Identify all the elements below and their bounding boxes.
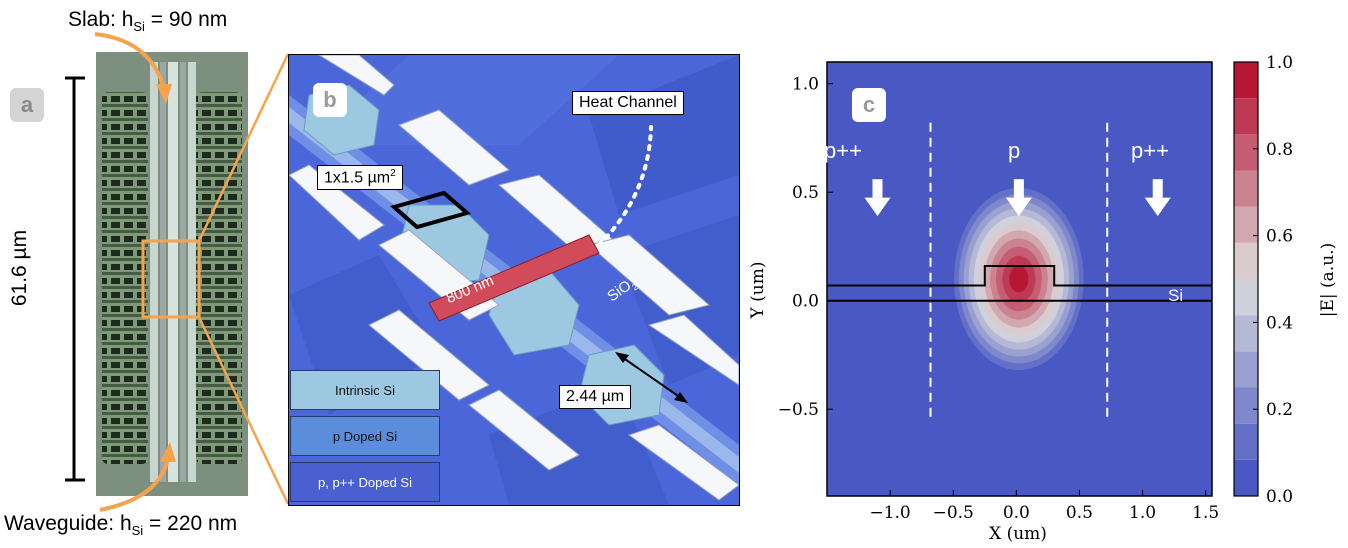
x-tick-label: 0.0 xyxy=(1003,503,1030,523)
slab-arrow xyxy=(94,32,166,89)
waveguide-label-text: Waveguide: h xyxy=(4,512,132,535)
panel-c: −1.0 −0.5 0.0 0.5 1.0 1.5 1.0 0.5 0.0 −0.5 0.0 0.2 0… xyxy=(740,0,1348,548)
legend-p-pp-doped: p, p++ Doped Si xyxy=(290,462,440,502)
pitch-arrow xyxy=(618,354,685,401)
colorbar-band xyxy=(1234,98,1258,135)
y-tick-label: 0.5 xyxy=(792,183,819,203)
region-label-center: p xyxy=(1008,138,1020,164)
y-axis-label-text: Y (um) xyxy=(748,261,768,319)
slab-arrow-head xyxy=(156,84,172,104)
waveguide-arrow xyxy=(99,457,170,512)
panel-c-tag-text: c xyxy=(862,92,876,117)
colorbar-label-text: |E| (a.u.) xyxy=(1318,242,1338,318)
waveguide-arrow-head xyxy=(160,442,176,462)
x-tick-label: 0.5 xyxy=(1066,503,1093,523)
colorbar-tick-label: 0.8 xyxy=(1266,140,1293,160)
plot-frame xyxy=(826,61,1213,497)
panel-a-tag-text: a xyxy=(20,92,34,117)
width-bar xyxy=(428,234,600,322)
x-tick-label: −0.5 xyxy=(933,503,974,523)
colorbar-tick-label: 0.2 xyxy=(1266,400,1293,420)
doping-arrow-head-0 xyxy=(864,197,891,217)
region-label-right-text: p++ xyxy=(1131,138,1169,163)
length-scale-bar xyxy=(65,76,85,482)
colorbar-band xyxy=(1234,315,1258,352)
doping-arrow-shaft-0 xyxy=(872,179,883,198)
colorbar-tick-label: 0.4 xyxy=(1266,313,1293,333)
x-tick-label: −1.0 xyxy=(869,503,910,523)
heat-channel-label: Heat Channel xyxy=(572,91,684,115)
legend-p-pp-doped-text: p, p++ Doped Si xyxy=(318,474,412,490)
panel-b-tag: b xyxy=(313,83,347,117)
panel-a-tag: a xyxy=(10,88,44,122)
panel-a: Slab: hSi = 90 nm a 61.6 µm xyxy=(0,0,290,548)
legend-p-doped-text: p Doped Si xyxy=(332,428,398,444)
colorbar-band xyxy=(1234,423,1258,460)
y-tick-label: −0.5 xyxy=(778,400,819,420)
cell-size-sup: 2 xyxy=(390,168,396,179)
colorbar-tick-label: 0.0 xyxy=(1266,487,1293,507)
slab-label-sub: Si xyxy=(133,19,145,35)
cell-size-label: 1x1.5 µm2 xyxy=(317,165,403,191)
colorbar-band xyxy=(1234,170,1258,207)
slab-label: Slab: hSi = 90 nm xyxy=(68,8,227,34)
heat-channel-text: Heat Channel xyxy=(579,94,677,111)
waveguide-label: Waveguide: hSi = 220 nm xyxy=(4,512,237,538)
legend-intrinsic: Intrinsic Si xyxy=(290,370,440,410)
si-label: Si xyxy=(1168,286,1183,306)
doping-arrow-head-1 xyxy=(1005,197,1032,217)
region-label-right: p++ xyxy=(1131,138,1169,164)
doping-arrow-shaft-2 xyxy=(1152,179,1163,198)
field-heatmap: −1.0 −0.5 0.0 0.5 1.0 1.5 1.0 0.5 0.0 −0.5 0.0 0.2 0… xyxy=(778,53,1293,523)
legend-p-doped: p Doped Si xyxy=(290,416,440,456)
region-label-left: p++ xyxy=(824,138,862,164)
waveguide-label-value: = 220 nm xyxy=(143,512,238,535)
colorbar-frame xyxy=(1233,61,1259,497)
waveguide-label-sub: Si xyxy=(131,523,144,539)
colorbar-band xyxy=(1234,62,1258,99)
region-label-left-text: p++ xyxy=(824,138,862,163)
pitch-label: 2.44 µm xyxy=(559,385,632,409)
doping-arrow-shaft-1 xyxy=(1013,179,1024,198)
colorbar-tick-label: 0.6 xyxy=(1266,227,1293,247)
x-axis-label-text: X (um) xyxy=(989,524,1047,544)
cell-size-text: 1x1.5 µm xyxy=(324,169,391,187)
region-label-center-text: p xyxy=(1008,138,1021,163)
zoom-line-bottom xyxy=(197,316,290,505)
slab-label-text: Slab: h xyxy=(68,8,134,31)
colorbar-band xyxy=(1234,459,1258,496)
colorbar-band xyxy=(1234,279,1258,316)
y-axis-label: Y (um) xyxy=(748,262,768,319)
waveguide-outline xyxy=(827,264,1212,287)
cell-highlight xyxy=(389,190,472,230)
y-tick-label: 0.0 xyxy=(792,292,819,312)
legend-intrinsic-text: Intrinsic Si xyxy=(335,382,395,398)
si-label-text: Si xyxy=(1168,286,1184,305)
colorbar-band xyxy=(1234,134,1258,171)
x-tick-label: 1.5 xyxy=(1192,503,1219,523)
x-tick-label: 1.0 xyxy=(1129,503,1156,523)
pitch-label-text: 2.44 µm xyxy=(566,388,625,405)
colorbar-band xyxy=(1234,242,1258,279)
x-axis-label: X (um) xyxy=(989,524,1047,544)
slab-label-value: = 90 nm xyxy=(144,8,228,31)
colorbar-label: |E| (a.u.) xyxy=(1318,243,1338,317)
zoom-line-top xyxy=(197,53,290,242)
colorbar-band xyxy=(1234,387,1258,424)
zoom-box xyxy=(141,239,201,319)
y-tick-label: 1.0 xyxy=(792,75,819,95)
device-micrograph xyxy=(96,52,248,496)
doping-arrow-head-2 xyxy=(1144,197,1171,217)
panel-c-tag: c xyxy=(852,88,886,122)
colorbar-band xyxy=(1234,351,1258,388)
contour-level-11 xyxy=(1009,265,1029,293)
colorbar-band xyxy=(1234,206,1258,243)
panel-a-annotations xyxy=(94,32,290,512)
panel-b-tag-text: b xyxy=(323,87,337,112)
colorbar-tick-label: 1.0 xyxy=(1266,53,1293,73)
